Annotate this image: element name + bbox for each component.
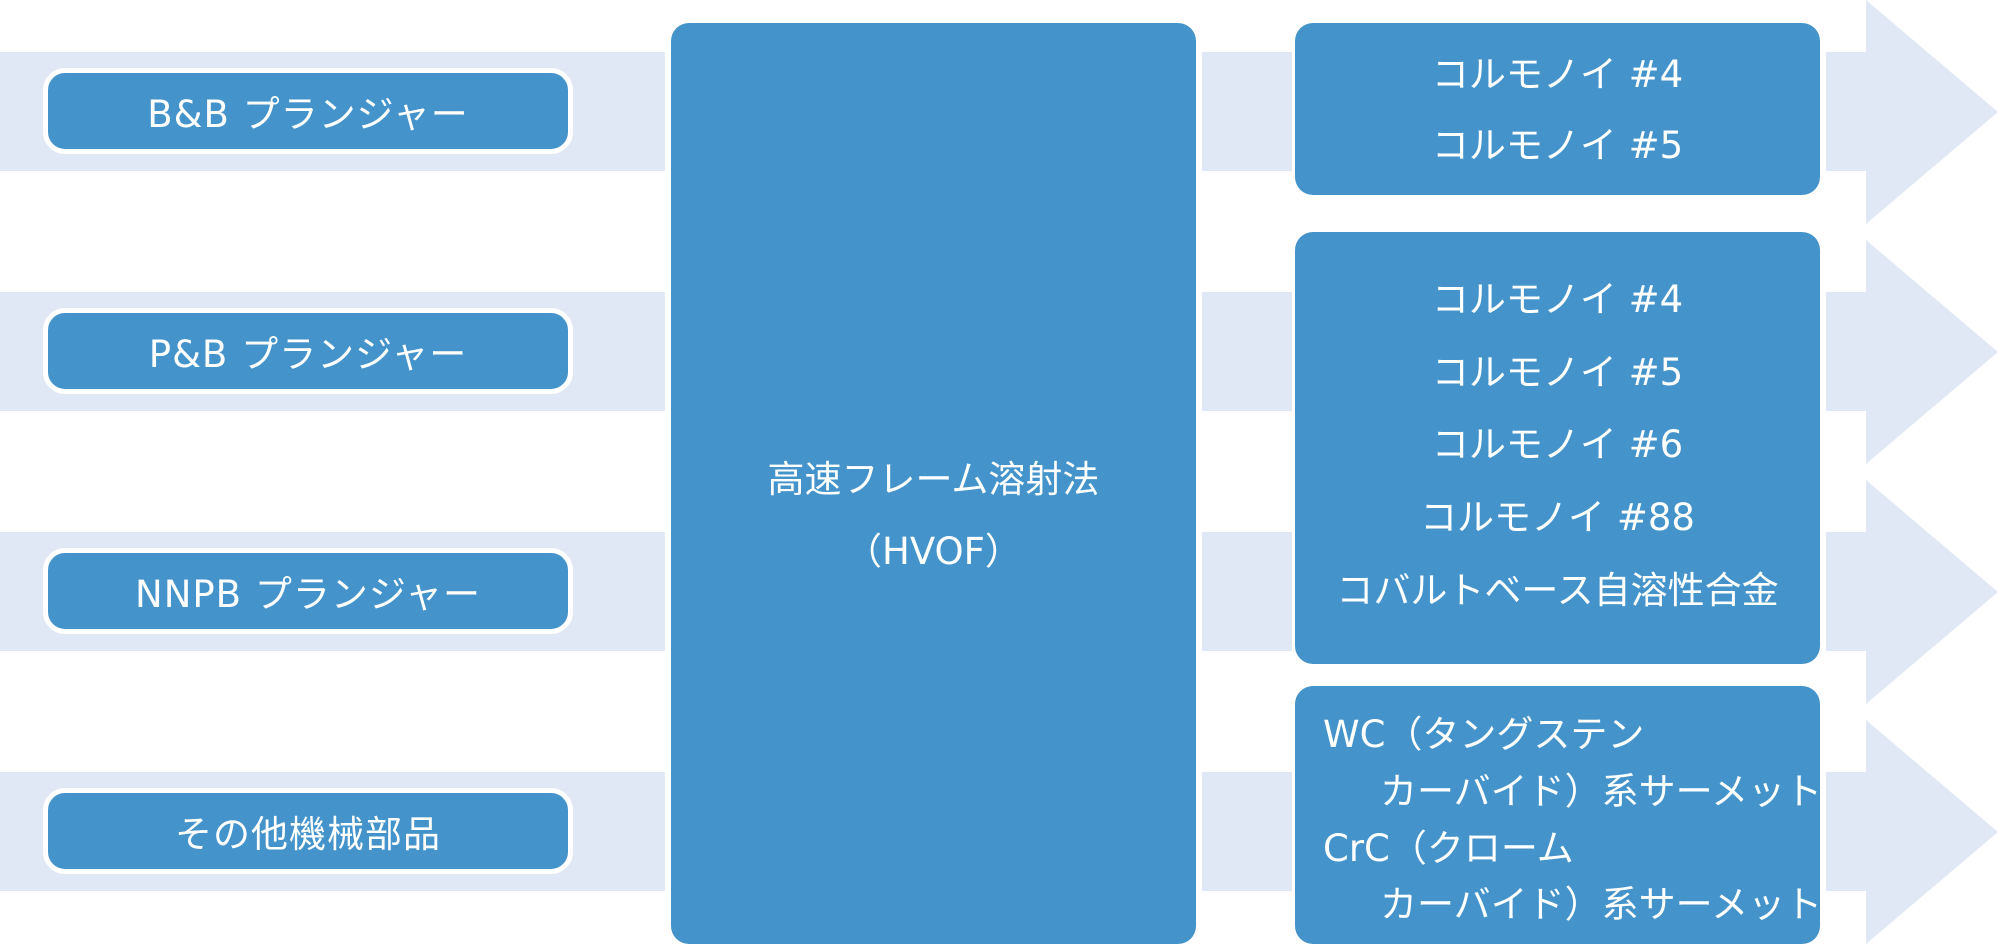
output-item: コルモノイ #5 — [1431, 351, 1684, 394]
input-other-parts: その他機械部品 — [43, 788, 573, 874]
output-item: コルモノイ #6 — [1431, 423, 1684, 466]
input-pb-plunger: P&B プランジャー — [43, 308, 573, 394]
output-item: コルモノイ #4 — [1431, 53, 1684, 96]
process-box: 高速フレーム溶射法 （HVOF） — [671, 23, 1196, 944]
arrow-head-4 — [1826, 720, 1998, 944]
output-box-2: コルモノイ #4 コルモノイ #5 コルモノイ #6 コルモノイ #88 コバル… — [1295, 232, 1820, 664]
input-nnpb-plunger: NNPB プランジャー — [43, 548, 573, 634]
output-box-3: WC（タングステン カーバイド）系サーメット CrC（クローム カーバイド）系サ… — [1295, 686, 1823, 944]
output-box-1: コルモノイ #4 コルモノイ #5 — [1295, 23, 1820, 195]
output-item-line: WC（タングステン — [1323, 713, 1645, 756]
process-name: 高速フレーム溶射法 — [767, 458, 1100, 501]
input-bb-plunger: B&B プランジャー — [43, 68, 573, 154]
arrow-head-1 — [1826, 0, 1998, 224]
output-item-line: CrC（クローム — [1323, 827, 1574, 870]
arrow-head-2 — [1826, 240, 1998, 464]
output-item-line: カーバイド）系サーメット — [1380, 770, 1823, 813]
output-item: コバルトベース自溶性合金 — [1336, 569, 1779, 612]
flow-band-mid-4 — [1202, 772, 1292, 891]
process-abbr: （HVOF） — [845, 530, 1022, 573]
output-item: コルモノイ #5 — [1431, 124, 1684, 167]
output-item: コルモノイ #4 — [1431, 278, 1684, 321]
output-item-line: カーバイド）系サーメット — [1380, 883, 1823, 926]
flow-band-mid-1 — [1202, 52, 1292, 171]
arrow-head-3 — [1826, 480, 1998, 704]
output-item: コルモノイ #88 — [1420, 496, 1695, 539]
flow-band-mid-2 — [1202, 292, 1292, 411]
flow-band-mid-3 — [1202, 532, 1292, 651]
